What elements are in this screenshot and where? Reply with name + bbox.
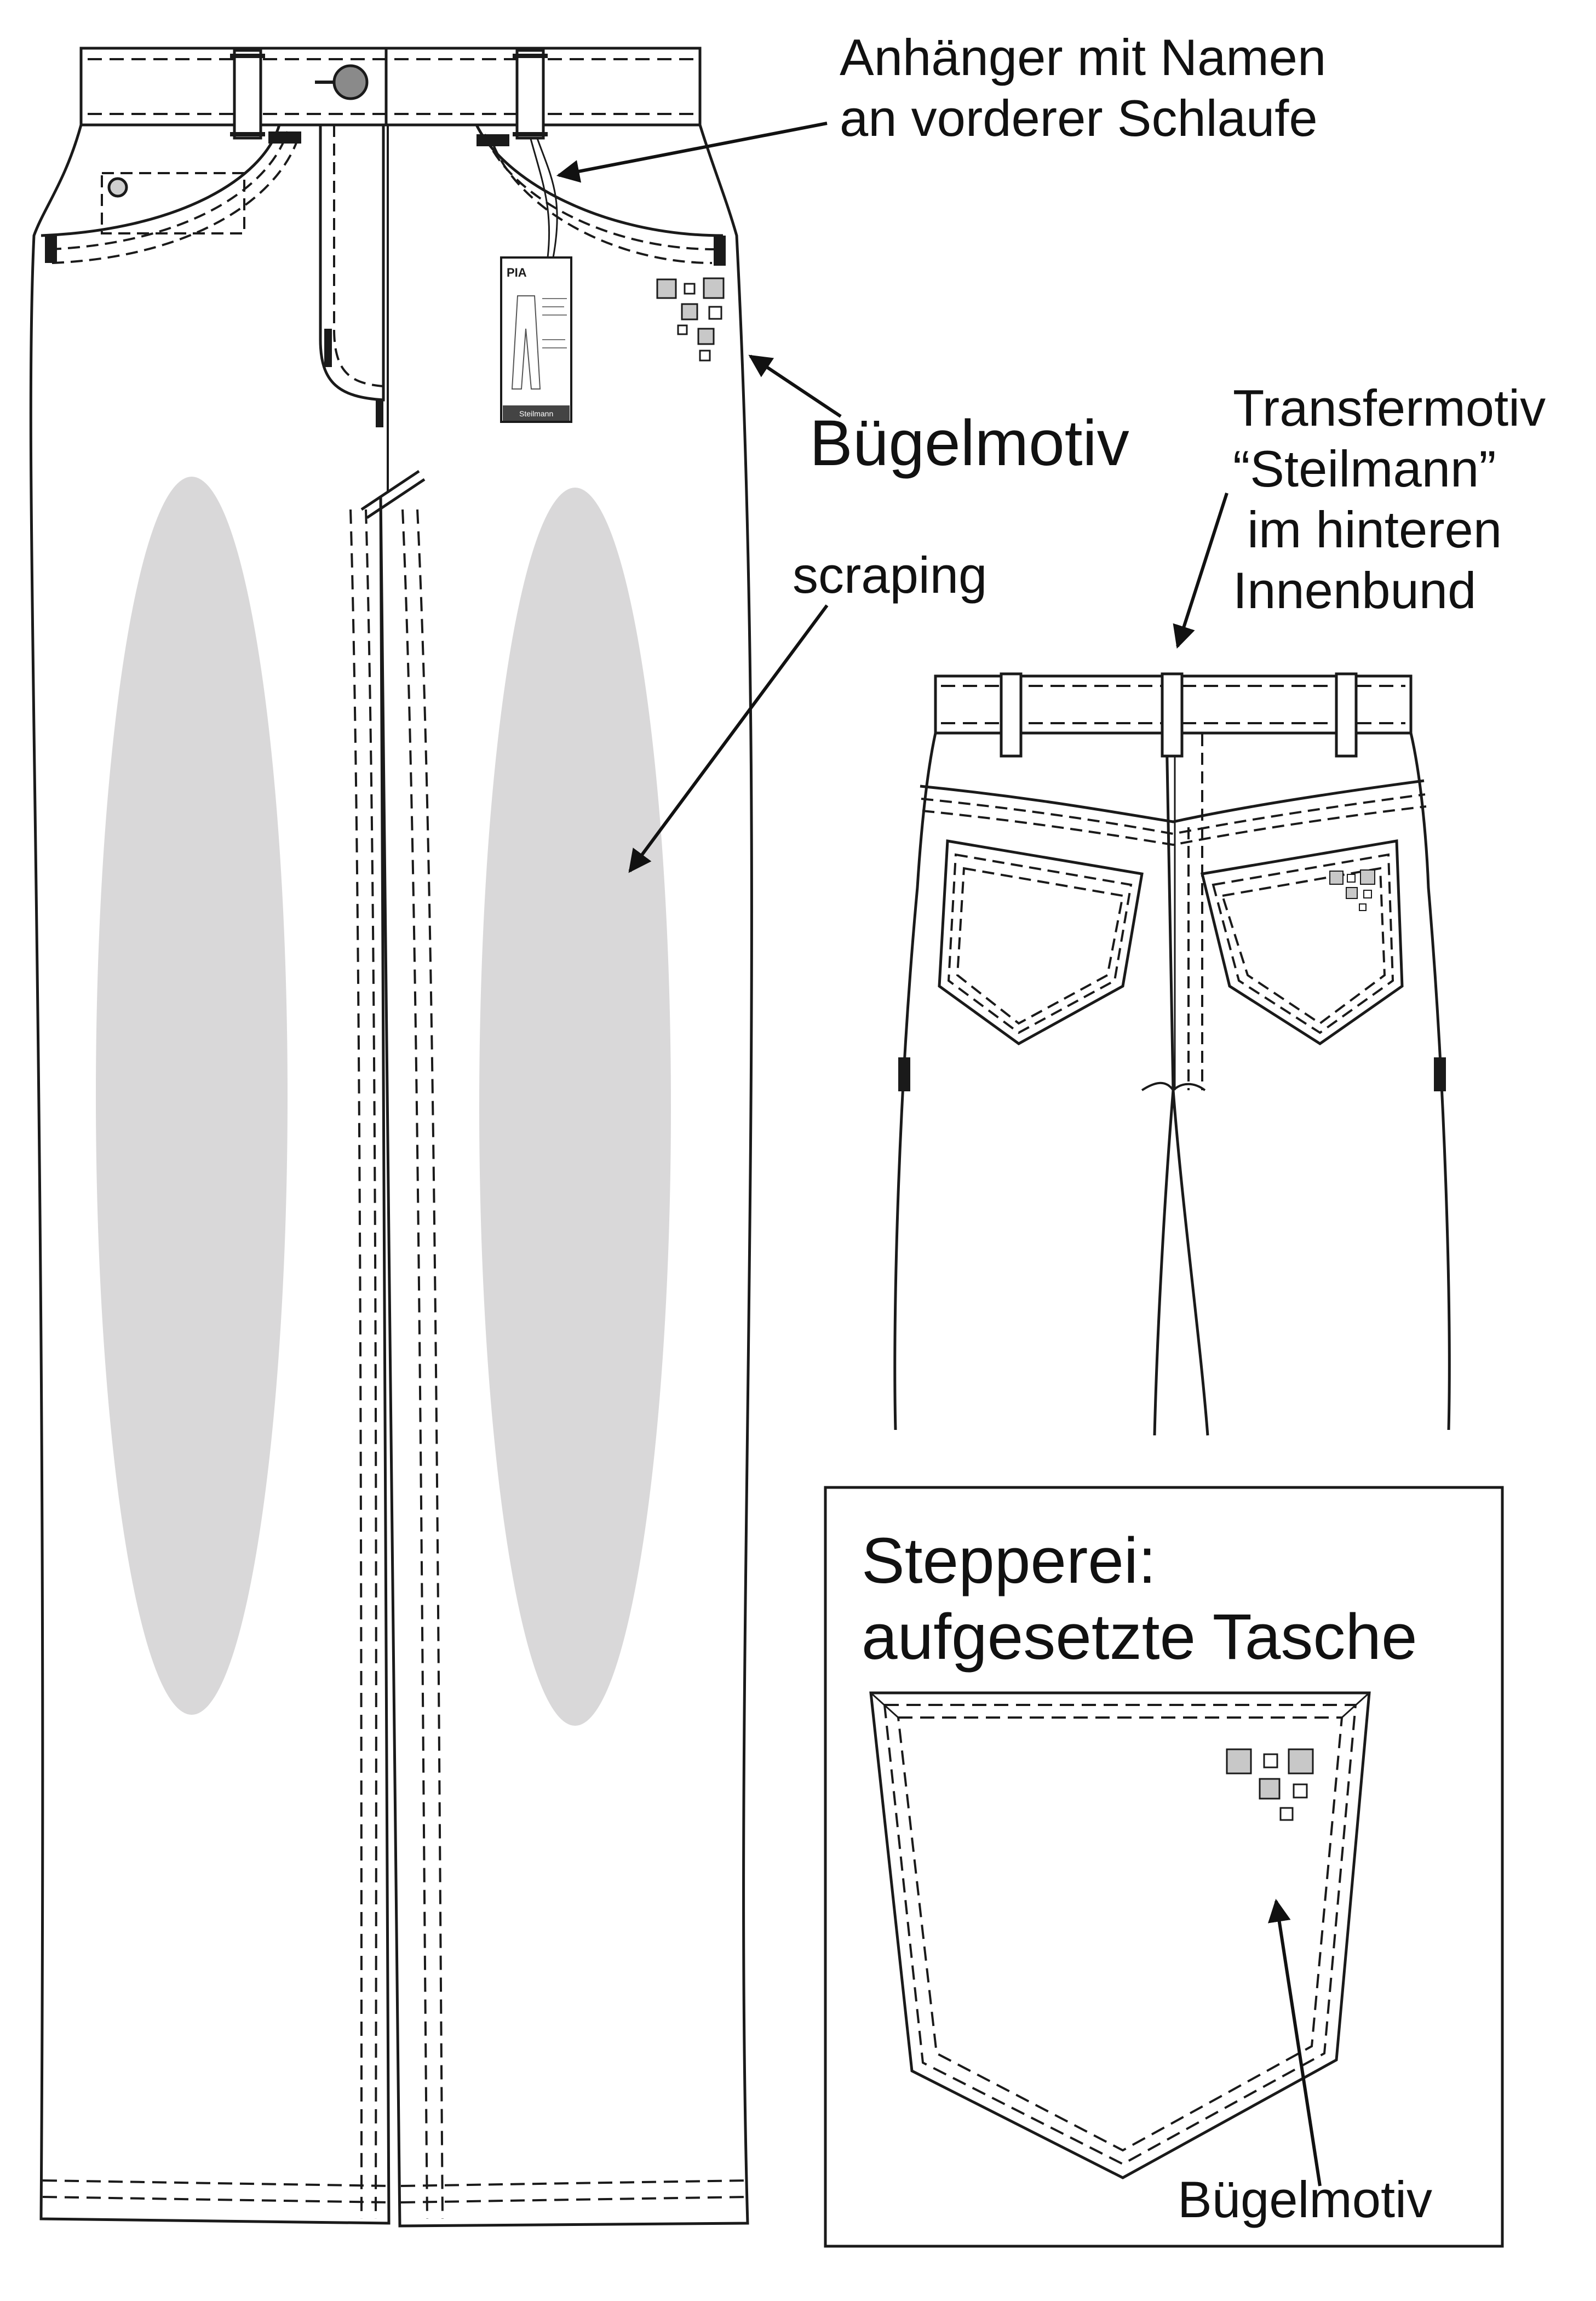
hang-tag-name: PIA [507, 266, 527, 279]
front-pocket-right [475, 124, 724, 237]
back-view [893, 672, 1451, 1436]
inset-frame [824, 1486, 1504, 2248]
callout-arrows [556, 122, 1322, 2186]
tag-arrow [556, 122, 828, 183]
front-view [29, 47, 753, 2228]
back-pocket-right [1200, 839, 1404, 1046]
scraping-arrow [628, 604, 829, 873]
iron-motif-arrow [748, 354, 842, 418]
back-belt-loop [1335, 672, 1358, 758]
transfer-motif-label: Transfermotiv “Steilmann” im hinteren In… [1233, 379, 1546, 619]
belt-loop [515, 49, 545, 140]
hang-tag-brand: Steilmann [519, 409, 553, 418]
back-belt-loop [1000, 672, 1023, 758]
waist-button [332, 64, 369, 100]
inset-motif-label: Bügelmotiv [1178, 2171, 1432, 2228]
belt-loop [233, 49, 262, 140]
back-belt-loop [1161, 672, 1184, 758]
back-outline [893, 732, 937, 1430]
iron-motif-front [656, 277, 725, 362]
scraping-area-right [479, 488, 671, 1726]
scraping-area-left [96, 477, 288, 1715]
iron-motif-inset [1226, 1748, 1314, 1821]
iron-motif-label: Bügelmotiv [810, 407, 1129, 479]
front-waistband [79, 47, 702, 127]
tag-label: Anhänger mit Namen an vorderer Schlaufe [840, 28, 1327, 147]
inset-pocket [869, 1691, 1371, 2179]
coin-pocket-rivet [107, 177, 128, 198]
iron-motif-back [1329, 869, 1375, 911]
transfer-arrow [1173, 493, 1228, 649]
inset-title: Stepperei: aufgesetzte Tasche [862, 1525, 1417, 1674]
hang-tag: PIA Steilmann [500, 256, 572, 423]
front-pocket-left [41, 124, 281, 237]
back-pocket-left [938, 839, 1144, 1045]
inset-motif-arrow [1267, 1898, 1322, 2186]
scraping-label: scraping [793, 546, 988, 604]
